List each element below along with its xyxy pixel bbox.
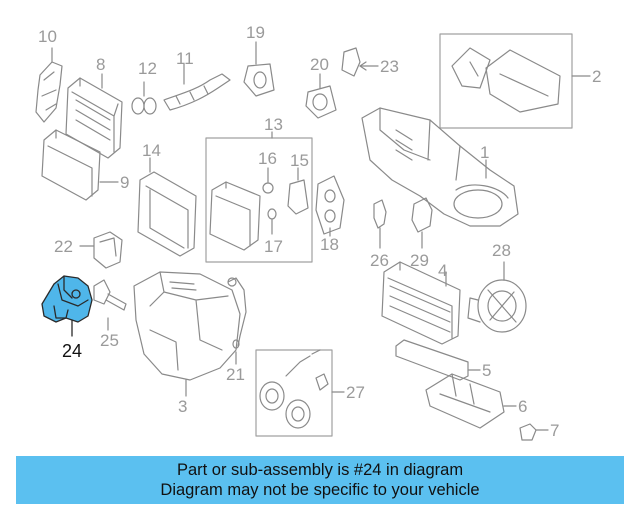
part-19-drawing	[243, 41, 275, 97]
part-12-drawing	[131, 81, 157, 115]
part-14-drawing	[137, 157, 197, 257]
part-label-4[interactable]: 4	[438, 261, 448, 280]
part-label-16[interactable]: 16	[258, 149, 277, 168]
part-label-29[interactable]: 29	[410, 251, 429, 270]
part-10-drawing	[35, 47, 63, 123]
part-1-drawing	[361, 107, 519, 227]
part-label-9[interactable]: 9	[120, 173, 130, 192]
part-label-21[interactable]: 21	[226, 365, 245, 384]
part-27-group-drawing	[255, 349, 345, 437]
part-25-drawing	[93, 279, 127, 331]
parts-diagram-drawing	[35, 33, 591, 441]
part-label-14[interactable]: 14	[142, 141, 161, 160]
part-label-23[interactable]: 23	[380, 57, 399, 76]
part-11-drawing	[163, 63, 231, 111]
part-9-drawing	[41, 129, 119, 201]
part-label-12[interactable]: 12	[138, 59, 157, 78]
part-label-15[interactable]: 15	[290, 151, 309, 170]
part-22-drawing	[79, 231, 123, 269]
part-label-5[interactable]: 5	[482, 361, 492, 380]
part-8-drawing	[65, 73, 123, 159]
part-18-drawing	[315, 175, 345, 237]
part-label-25[interactable]: 25	[100, 331, 119, 350]
part-21-drawing	[227, 277, 247, 365]
part-label-18[interactable]: 18	[320, 235, 339, 254]
part-label-24[interactable]: 24	[62, 341, 83, 361]
part-label-27[interactable]: 27	[346, 383, 365, 402]
part-label-20[interactable]: 20	[310, 55, 329, 74]
part-28-drawing	[467, 261, 527, 333]
part-6-drawing	[425, 373, 517, 429]
part-29-drawing	[411, 197, 433, 249]
part-3-drawing	[133, 271, 241, 397]
part-label-1[interactable]: 1	[480, 143, 490, 162]
info-banner: Part or sub-assembly is #24 in diagram D…	[16, 456, 624, 504]
part-label-8[interactable]: 8	[96, 55, 106, 74]
part-label-10[interactable]: 10	[38, 27, 57, 46]
part-label-28[interactable]: 28	[492, 241, 511, 260]
part-label-11[interactable]: 11	[176, 49, 194, 68]
part-label-13[interactable]: 13	[264, 115, 283, 134]
part-5-drawing	[395, 339, 481, 381]
part-20-drawing	[305, 73, 337, 119]
banner-line-disclaimer: Diagram may not be specific to your vehi…	[160, 481, 480, 499]
part-label-26[interactable]: 26	[370, 251, 389, 270]
parts-diagram: 10 8 12 11 19 20 23 2 13 1 14 16 15 9 17…	[35, 23, 602, 441]
part-label-3[interactable]: 3	[178, 397, 188, 416]
part-label-6[interactable]: 6	[518, 397, 528, 416]
part-label-19[interactable]: 19	[246, 23, 265, 42]
part-2-drawing	[439, 33, 591, 129]
part-23-drawing	[341, 47, 379, 77]
part-4-drawing	[381, 261, 461, 345]
part-26-drawing	[373, 199, 387, 249]
part-7-drawing	[519, 423, 549, 441]
part-label-22[interactable]: 22	[54, 237, 73, 256]
part-label-7[interactable]: 7	[550, 421, 560, 440]
part-24-drawing	[41, 275, 93, 337]
banner-line-part: Part or sub-assembly is #24 in diagram	[176, 461, 464, 479]
part-13-group-drawing	[205, 131, 313, 263]
part-label-17[interactable]: 17	[264, 237, 283, 256]
part-label-2[interactable]: 2	[592, 67, 602, 86]
